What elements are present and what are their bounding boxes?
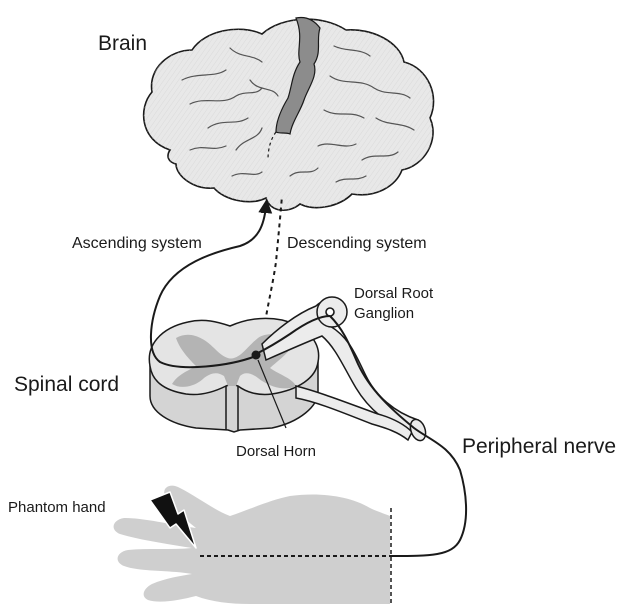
- phantom-hand-label: Phantom hand: [8, 500, 106, 515]
- dorsal-horn-label: Dorsal Horn: [236, 444, 316, 459]
- dorsal-root-ganglion-label-line2: Ganglion: [354, 306, 414, 321]
- ascending-system-label: Ascending system: [72, 236, 202, 252]
- ganglion-cell-body: [326, 308, 334, 316]
- descending-system-label: Descending system: [287, 236, 427, 252]
- dorsal-horn-synapse: [252, 351, 261, 360]
- brain: [144, 17, 434, 210]
- spinal-cord-label: Spinal cord: [14, 374, 119, 395]
- brain-label: Brain: [98, 33, 147, 54]
- peripheral-nerve-label: Peripheral nerve: [462, 436, 616, 457]
- dorsal-root-ganglion-label-line1: Dorsal Root: [354, 286, 433, 301]
